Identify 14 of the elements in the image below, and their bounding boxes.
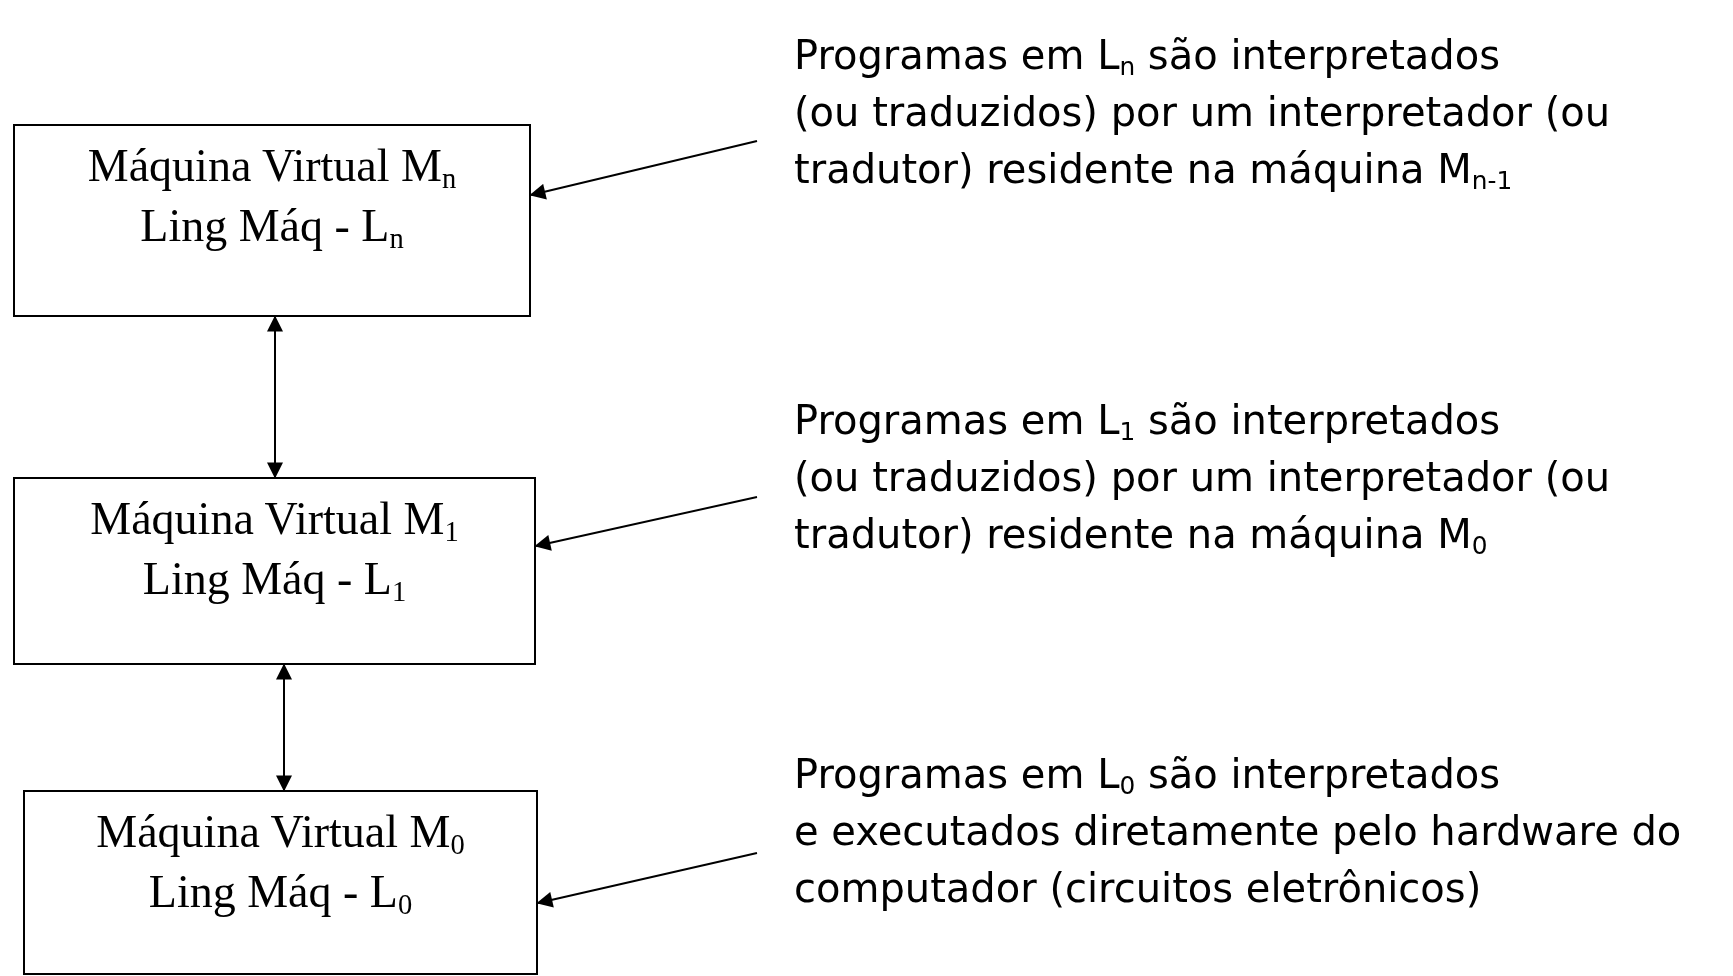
machine-box: [13, 477, 536, 665]
arrow: [267, 315, 283, 479]
note-text: Programas em L$_{1}$ são interpretados (ou traduzidos) por um interpretador (ou tradutor) residente na máquina M$_{0}$: [757, 392, 1717, 563]
machine-label: Máquina Virtual M$_{1}$: [90, 492, 459, 549]
machine-box: [23, 790, 538, 975]
note-text: Programas em L$_{0}$ são interpretados e executados diretamente pelo hardware do computador (circuitos eletrônicos): [757, 746, 1733, 917]
machine-label: Ling Máq - L$_{0}$: [148, 865, 413, 922]
machine-label: Ling Máq - L$_{1}$: [142, 552, 407, 609]
machine-box: [13, 124, 531, 317]
machine-label: Máquina Virtual M$_{0}$: [96, 805, 465, 862]
machine-label: Ling Máq - L$_{n}$: [140, 199, 404, 256]
arrow: [276, 663, 292, 792]
machine-label: Máquina Virtual M$_{n}$: [87, 139, 457, 196]
note-text: Programas em L$_{n}$ são interpretados (ou traduzidos) por um interpretador (ou tradutor) residente na máquina M$_{n-1}$: [757, 27, 1717, 198]
